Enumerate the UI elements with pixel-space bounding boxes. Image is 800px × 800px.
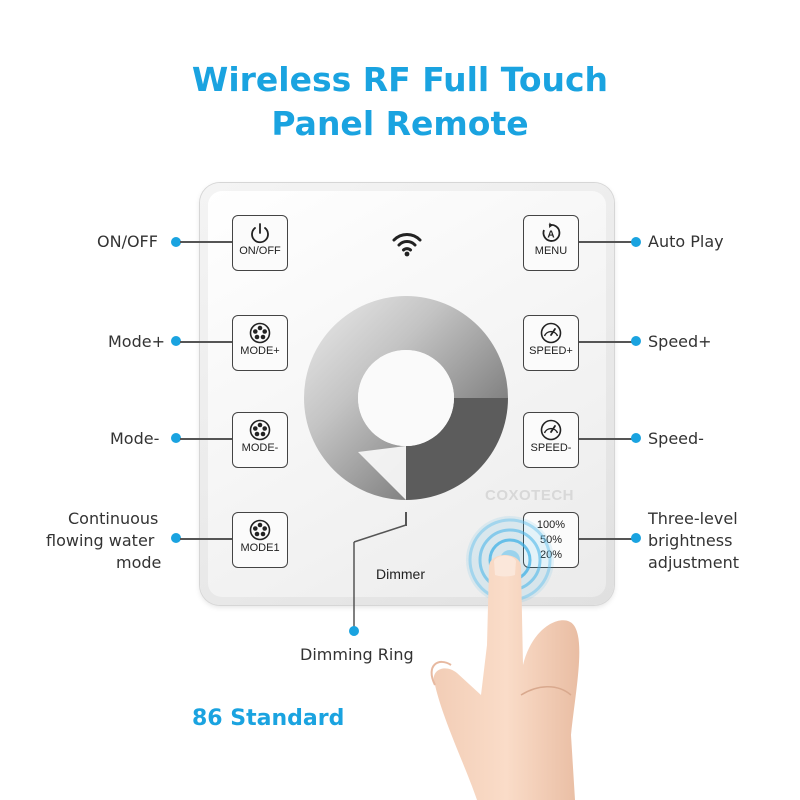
callout-auto-play: Auto Play — [648, 232, 724, 251]
callout-line-auto-play — [579, 241, 633, 243]
callout-line-mode-minus — [180, 438, 232, 440]
callout-continuous-1: Continuous — [68, 509, 159, 528]
standard-label: 86 Standard — [192, 706, 345, 731]
speed-plus-button-label: SPEED+ — [529, 345, 573, 357]
speed-minus-button-label: SPEED- — [530, 442, 572, 454]
mode-plus-button[interactable]: MODE+ — [232, 315, 288, 371]
callout-dot-three-level — [631, 533, 641, 543]
title-line-2: Panel Remote — [271, 104, 529, 143]
brand-watermark: COXOTECH — [485, 487, 575, 504]
mode-minus-button[interactable]: MODE- — [232, 412, 288, 468]
callout-speed-minus: Speed- — [648, 429, 704, 448]
callout-dot-dimming-ring — [349, 626, 359, 636]
dimming-ring[interactable] — [300, 292, 512, 504]
svg-text:A: A — [547, 230, 554, 241]
brightness-100-label: 100% — [536, 519, 566, 531]
callout-line-speed-plus — [579, 341, 633, 343]
callout-line-dimming-ring-a — [405, 512, 407, 526]
callout-line-continuous — [180, 538, 232, 540]
callout-mode-minus: Mode- — [110, 429, 160, 448]
pointing-hand — [430, 555, 580, 800]
on-off-button[interactable]: ON/OFF — [232, 215, 288, 271]
on-off-button-label: ON/OFF — [239, 245, 281, 257]
callout-dot-mode-plus — [171, 336, 181, 346]
callout-speed-plus: Speed+ — [648, 332, 712, 351]
callout-line-mode-plus — [180, 341, 232, 343]
speed-plus-button[interactable]: SPEED+ — [523, 315, 579, 371]
gauge-icon — [540, 322, 562, 344]
gauge-icon — [540, 419, 562, 441]
auto-a-icon: A — [542, 222, 561, 242]
callout-three-level-2: brightness — [648, 531, 733, 550]
callout-line-on-off — [180, 241, 232, 243]
power-icon — [251, 223, 269, 244]
mode1-button-label: MODE1 — [240, 542, 280, 554]
title-line-1: Wireless RF Full Touch — [191, 60, 609, 99]
callout-dot-on-off — [171, 237, 181, 247]
wifi-icon — [392, 233, 422, 257]
callout-three-level-3: adjustment — [648, 553, 739, 572]
callout-dimming-ring: Dimming Ring — [300, 645, 414, 664]
dimmer-label: Dimmer — [376, 566, 425, 582]
callout-dot-auto-play — [631, 237, 641, 247]
mode-dots-icon — [249, 419, 271, 441]
callout-line-three-level — [579, 538, 633, 540]
callout-three-level-1: Three-level — [648, 509, 738, 528]
callout-dot-mode-minus — [171, 433, 181, 443]
mode-dots-icon — [249, 322, 271, 344]
menu-button[interactable]: A MENU — [523, 215, 579, 271]
callout-on-off: ON/OFF — [97, 232, 158, 251]
callout-mode-plus: Mode+ — [108, 332, 165, 351]
callout-dot-continuous — [171, 533, 181, 543]
mode-dots-icon — [249, 519, 271, 541]
speed-minus-button[interactable]: SPEED- — [523, 412, 579, 468]
callout-line-dimming-ring-b — [353, 524, 407, 628]
mode1-button[interactable]: MODE1 — [232, 512, 288, 568]
menu-button-label: MENU — [534, 245, 568, 257]
mode-minus-button-label: MODE- — [241, 442, 279, 454]
callout-line-speed-minus — [579, 438, 633, 440]
callout-continuous-2: flowing water — [46, 531, 155, 550]
callout-dot-speed-minus — [631, 433, 641, 443]
mode-plus-button-label: MODE+ — [240, 345, 280, 357]
callout-continuous-3: mode — [116, 553, 162, 572]
callout-dot-speed-plus — [631, 336, 641, 346]
